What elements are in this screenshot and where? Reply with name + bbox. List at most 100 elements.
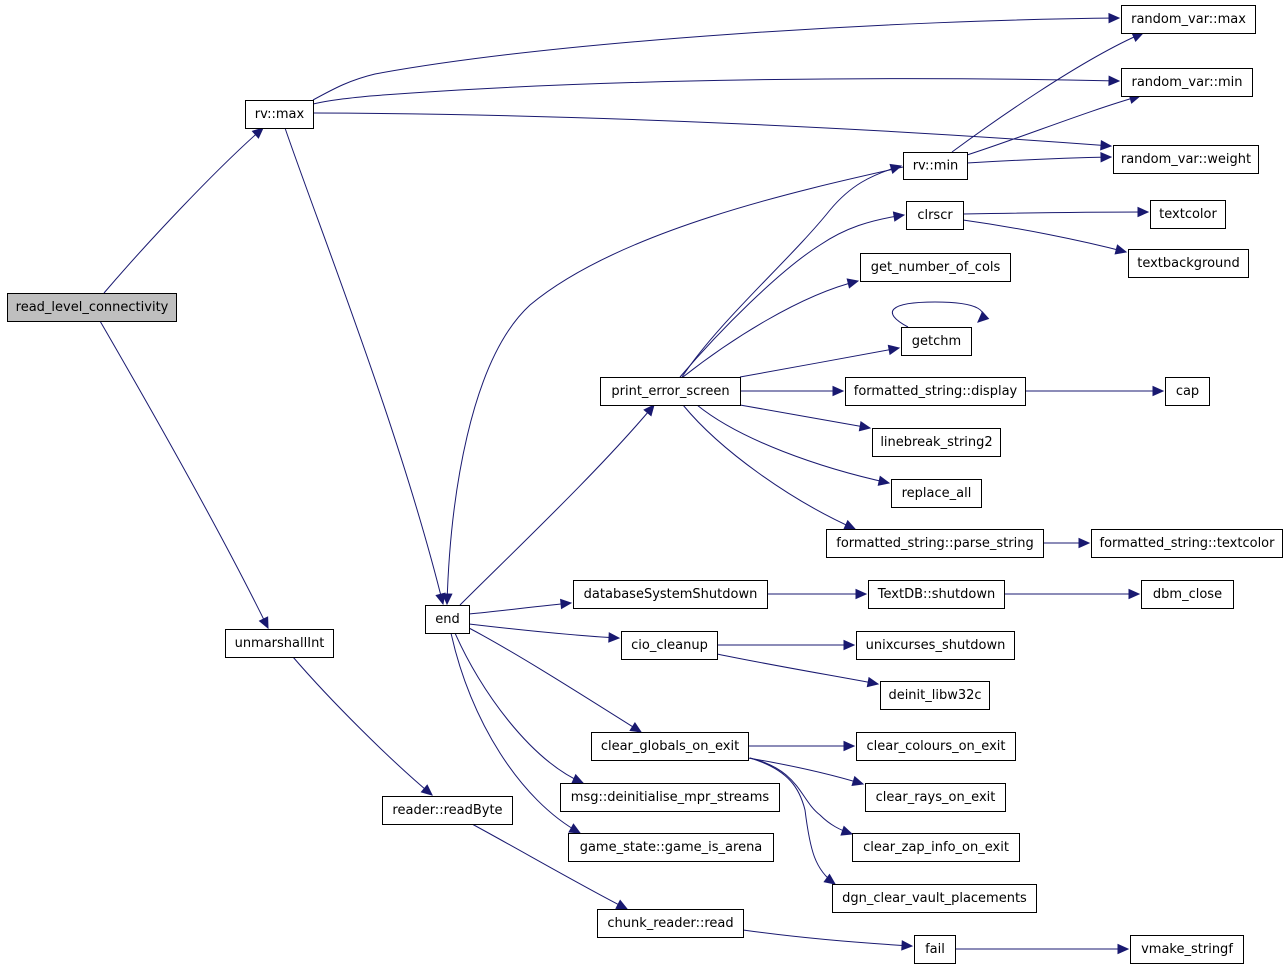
node-print_error_screen[interactable]: print_error_screen [600, 377, 741, 406]
node-textbackground[interactable]: textbackground [1128, 249, 1249, 278]
edge-print_error_screen-to-get_number_of_cols [682, 278, 860, 378]
node-read_level_connectivity[interactable]: read_level_connectivity [7, 293, 177, 322]
edge-databaseSystemShutdown-to-TextDB_shutdown [767, 588, 868, 600]
edge-line [471, 823, 628, 910]
node-clear_colours_on_exit[interactable]: clear_colours_on_exit [856, 732, 1016, 761]
node-replace_all[interactable]: replace_all [891, 479, 982, 508]
arrowhead-icon [1117, 943, 1130, 955]
arrowhead-icon [1152, 385, 1165, 397]
edge-clear_globals_on_exit-to-clear_zap_info_on_exit [749, 757, 854, 836]
node-get_number_of_cols[interactable]: get_number_of_cols [860, 253, 1011, 282]
arrowhead-icon [858, 420, 872, 432]
node-formatted_string_parse_string[interactable]: formatted_string::parse_string [826, 529, 1044, 558]
edge-rv_max-to-random_var_weight [312, 112, 1113, 151]
node-dgn_clear_vault_placements[interactable]: dgn_clear_vault_placements [832, 884, 1037, 913]
node-label: formatted_string::display [854, 384, 1018, 399]
arrowhead-icon [568, 823, 582, 834]
edge-line [739, 347, 900, 378]
node-box [1121, 5, 1256, 34]
arrowhead-icon [892, 211, 906, 222]
node-label: databaseSystemShutdown [584, 587, 758, 602]
node-msg_deinitialise_mpr_streams[interactable]: msg::deinitialise_mpr_streams [560, 783, 780, 812]
arrowhead-icon [832, 385, 845, 397]
node-box [845, 377, 1026, 406]
node-game_state_game_is_arena[interactable]: game_state::game_is_arena [568, 833, 774, 862]
edge-line [284, 127, 444, 605]
edge-fail-to-vmake_stringf [955, 943, 1130, 955]
node-clear_rays_on_exit[interactable]: clear_rays_on_exit [865, 783, 1006, 812]
edge-read_level_connectivity-to-rv_max [103, 127, 264, 294]
node-box [1091, 529, 1283, 558]
node-unmarshallInt[interactable]: unmarshallInt [225, 629, 334, 658]
arrowhead-icon [435, 592, 446, 606]
node-box [425, 605, 470, 634]
node-box [856, 631, 1015, 660]
node-label: dbm_close [1153, 587, 1222, 602]
edge-line [99, 320, 269, 629]
node-getchm[interactable]: getchm [901, 327, 972, 356]
node-end[interactable]: end [425, 605, 470, 634]
arrowhead-icon [840, 825, 854, 836]
node-label: print_error_screen [611, 384, 729, 399]
edge-rv_max-to-random_var_max [312, 12, 1121, 101]
edge-line [454, 632, 584, 784]
node-fail[interactable]: fail [914, 935, 956, 964]
node-label: cio_cleanup [631, 638, 708, 653]
node-box [1113, 145, 1259, 174]
node-rv_max[interactable]: rv::max [245, 100, 314, 129]
node-chunk_reader_read[interactable]: chunk_reader::read [597, 909, 744, 938]
edge-line [966, 95, 1141, 156]
edge-end-to-game_state_game_is_arena [450, 632, 582, 834]
node-random_var_weight[interactable]: random_var::weight [1113, 145, 1259, 174]
node-databaseSystemShutdown[interactable]: databaseSystemShutdown [573, 580, 768, 609]
node-label: random_var::min [1132, 75, 1243, 90]
edges-layer [99, 12, 1165, 955]
edge-print_error_screen-to-getchm [739, 344, 901, 378]
node-label: cap [1176, 384, 1199, 399]
edge-read_level_connectivity-to-unmarshallInt [99, 320, 269, 630]
arrowhead-icon [251, 127, 264, 139]
edge-line [468, 602, 572, 615]
node-box [597, 909, 744, 938]
arrowhead-icon [901, 940, 914, 951]
node-label: textbackground [1137, 256, 1240, 271]
node-reader_readByte[interactable]: reader::readByte [382, 796, 513, 825]
node-vmake_stringf[interactable]: vmake_stringf [1130, 935, 1244, 964]
arrowhead-icon [843, 740, 856, 752]
node-clear_globals_on_exit[interactable]: clear_globals_on_exit [591, 732, 749, 761]
node-cap[interactable]: cap [1165, 377, 1210, 406]
node-random_var_min[interactable]: random_var::min [1121, 68, 1253, 97]
node-dbm_close[interactable]: dbm_close [1141, 580, 1234, 609]
edge-TextDB_shutdown-to-dbm_close [1004, 588, 1141, 600]
node-box [906, 201, 964, 230]
node-clear_zap_info_on_exit[interactable]: clear_zap_info_on_exit [852, 833, 1020, 862]
node-rv_min[interactable]: rv::min [903, 152, 968, 180]
arrowhead-icon [629, 721, 643, 733]
node-box [856, 732, 1016, 761]
node-box [621, 631, 718, 660]
edge-end-to-msg_deinitialise_mpr_streams [454, 632, 585, 784]
node-label: clear_colours_on_exit [867, 739, 1006, 754]
node-box [880, 681, 990, 710]
node-label: get_number_of_cols [871, 260, 1001, 275]
node-deinit_libw32c[interactable]: deinit_libw32c [880, 681, 990, 710]
node-box [903, 152, 968, 180]
node-formatted_string_display[interactable]: formatted_string::display [845, 377, 1026, 406]
arrowhead-icon [977, 311, 990, 323]
arrowhead-icon [1100, 151, 1113, 163]
arrowhead-icon [442, 593, 453, 606]
node-textcolor[interactable]: textcolor [1150, 200, 1226, 229]
node-formatted_string_textcolor[interactable]: formatted_string::textcolor [1091, 529, 1283, 558]
node-label: unmarshallInt [235, 636, 325, 651]
node-linebreak_string2[interactable]: linebreak_string2 [872, 428, 1001, 457]
node-label: clrscr [917, 208, 953, 223]
node-clrscr[interactable]: clrscr [906, 201, 964, 230]
node-unixcurses_shutdown[interactable]: unixcurses_shutdown [856, 631, 1015, 660]
node-cio_cleanup[interactable]: cio_cleanup [621, 631, 718, 660]
arrowhead-icon [823, 873, 836, 885]
node-random_var_max[interactable]: random_var::max [1121, 5, 1256, 34]
node-TextDB_shutdown[interactable]: TextDB::shutdown [868, 580, 1005, 609]
node-label: rv::min [913, 159, 959, 174]
edge-line [739, 404, 871, 429]
arrowhead-icon [887, 344, 901, 356]
